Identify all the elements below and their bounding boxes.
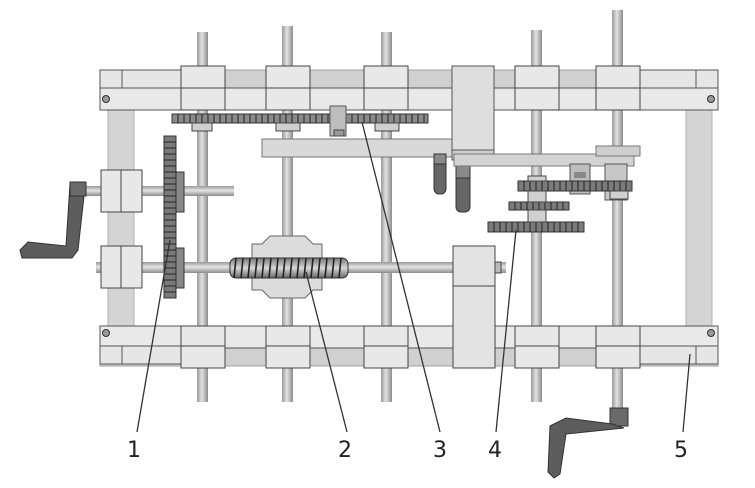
right-frame-post (685, 109, 713, 327)
vertical-shaft (612, 10, 623, 418)
vertical-shaft (282, 26, 293, 402)
screw-icon (102, 95, 110, 103)
top-gear-train-3 (171, 105, 429, 137)
callout-label-2: 2 (338, 438, 352, 463)
callout-label-1: 1 (127, 438, 141, 463)
callout-label-3: 3 (433, 438, 447, 463)
callout-label-4: 4 (488, 438, 502, 463)
leader-line-3 (361, 121, 441, 433)
callout-label-5: 5 (674, 438, 688, 463)
callout-labels: 1 2 3 4 5 (127, 438, 688, 463)
screw-icon (707, 329, 715, 337)
spur-gear-1 (163, 135, 177, 299)
vertical-shaft (197, 32, 208, 402)
left-frame-post (107, 109, 135, 327)
leader-line-2 (305, 271, 348, 433)
leader-line-4 (495, 229, 517, 433)
worm-gear-2 (229, 235, 349, 299)
screw-icon (102, 329, 110, 337)
end-bearing-block (452, 245, 502, 369)
right-gear-stack-4 (453, 145, 641, 233)
bearing-blocks (180, 65, 641, 369)
horizontal-shaft-upper (84, 186, 234, 196)
screw-icon (707, 95, 715, 103)
crank-handle-lower (547, 407, 629, 479)
crank-handle-upper (19, 181, 87, 259)
leader-line-1 (136, 239, 171, 433)
leader-lines (136, 121, 691, 433)
leader-line-5 (682, 353, 691, 433)
